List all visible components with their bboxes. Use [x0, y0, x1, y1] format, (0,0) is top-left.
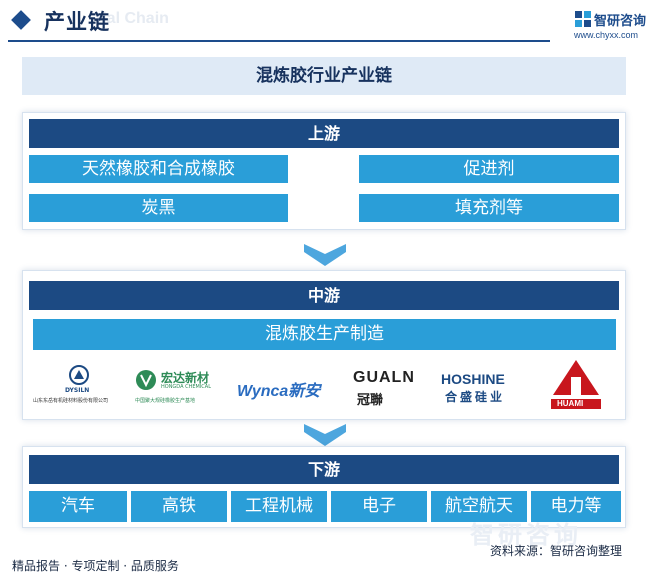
downstream-label: 下游: [29, 455, 619, 484]
wynca-logo: Wynca新安: [237, 375, 333, 401]
wynca-name: Wynca新安: [237, 383, 321, 400]
dysiln-logo: DYSILN 山东东岳有机硅材料股份有限公司: [33, 365, 127, 411]
upstream-item: 天然橡胶和合成橡胶: [29, 155, 288, 183]
hoshine-sub: 合盛硅业: [445, 390, 506, 404]
huami-emblem-icon: [551, 360, 601, 409]
brand: 智研咨询 www.chyxx.com: [574, 8, 654, 42]
downstream-item: 航空航天: [431, 491, 527, 522]
dysiln-name: DYSILN: [65, 387, 90, 394]
hongda-logo: 宏达新材 HONGDA CHEMICAL 中国聚大规硅橡胶生产基地: [135, 367, 221, 411]
downstream-item: 高铁: [131, 491, 227, 522]
upstream-item: 填充剂等: [359, 194, 619, 222]
hongda-name: 宏达新材: [161, 371, 210, 385]
source-note: 资料来源：智研咨询整理: [490, 544, 623, 558]
downstream-item: 电力等: [531, 491, 621, 522]
down-arrow-icon: [304, 424, 346, 446]
gualn-logo: GUALN 冠聯: [353, 369, 423, 411]
hongda-caption: 中国聚大规硅橡胶生产基地: [135, 398, 196, 404]
upstream-panel: 上游 天然橡胶和合成橡胶 促进剂 炭黑 填充剂等: [22, 112, 626, 230]
midstream-item: 混炼胶生产制造: [33, 319, 616, 350]
down-arrow-icon: [304, 244, 346, 266]
header-divider: [8, 40, 550, 42]
upstream-item: 促进剂: [359, 155, 619, 183]
huami-name: HUAMI: [557, 399, 584, 408]
gualn-sub: 冠聯: [357, 393, 384, 408]
midstream-panel: 中游 混炼胶生产制造 DYSILN 山东东岳有机硅材料股份有限公司 宏达新材 H…: [22, 270, 626, 420]
hoshine-name: HOSHINE: [441, 371, 505, 387]
footer-watermark: 智研咨询: [470, 521, 582, 549]
header: rial Chain 产业链 智研咨询 www.chyxx.com: [0, 0, 658, 44]
huami-logo: HUAMI: [549, 357, 603, 411]
downstream-item: 汽车: [29, 491, 127, 522]
upstream-label: 上游: [29, 119, 619, 148]
hongda-emblem-icon: [136, 370, 156, 390]
hoshine-logo: HOSHINE 合盛硅业: [441, 371, 523, 407]
brand-name: 智研咨询: [594, 14, 647, 29]
header-watermark: rial Chain: [96, 10, 169, 27]
dysiln-emblem-icon: [69, 365, 89, 385]
brand-logo-icon: [575, 11, 591, 27]
brand-url: www.chyxx.com: [574, 30, 639, 40]
hongda-sub: HONGDA CHEMICAL: [161, 384, 211, 390]
main-title: 混炼胶行业产业链: [256, 66, 392, 86]
upstream-item: 炭黑: [29, 194, 288, 222]
midstream-label: 中游: [29, 281, 619, 310]
gualn-name: GUALN: [353, 369, 415, 386]
downstream-panel: 下游 汽车 高铁 工程机械 电子 航空航天 电力等: [22, 446, 626, 528]
downstream-item: 电子: [331, 491, 427, 522]
footer-tagline: 精品报告 · 专项定制 · 品质服务: [12, 559, 179, 573]
downstream-item: 工程机械: [231, 491, 327, 522]
diamond-icon: [11, 10, 31, 30]
dysiln-caption: 山东东岳有机硅材料股份有限公司: [33, 398, 109, 404]
main-title-box: 混炼胶行业产业链: [22, 57, 626, 95]
page-title: 产业链: [44, 10, 110, 34]
